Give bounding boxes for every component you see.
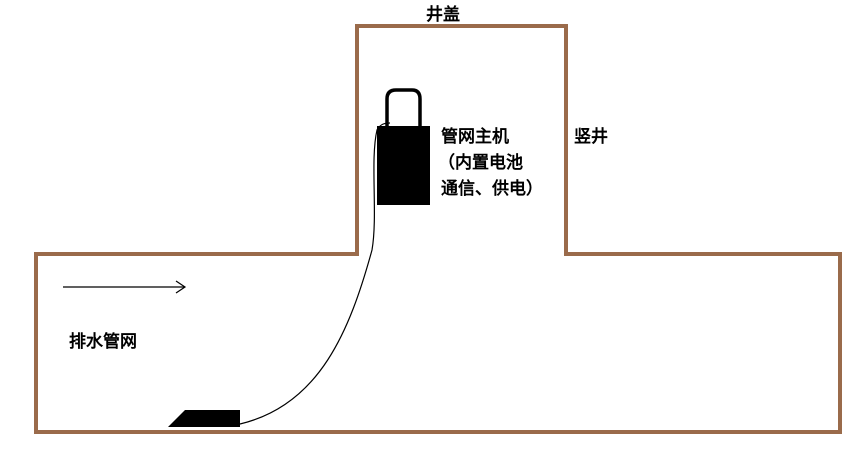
flow-sensor (168, 410, 240, 427)
shaft-label: 竖井 (574, 127, 608, 147)
drain-network-label: 排水管网 (69, 332, 137, 352)
flow-direction-arrow (63, 280, 187, 294)
host-label-line3: 通信、供电） (441, 179, 543, 199)
signal-cable (239, 122, 391, 425)
host-handle (385, 88, 422, 126)
host-label-line2: （内置电池 (438, 153, 523, 173)
host-label-line1: 管网主机 (441, 127, 509, 147)
manhole-cover-label: 井盖 (426, 5, 460, 25)
pipe-shaft-outline (34, 24, 842, 434)
host-device (377, 126, 430, 205)
